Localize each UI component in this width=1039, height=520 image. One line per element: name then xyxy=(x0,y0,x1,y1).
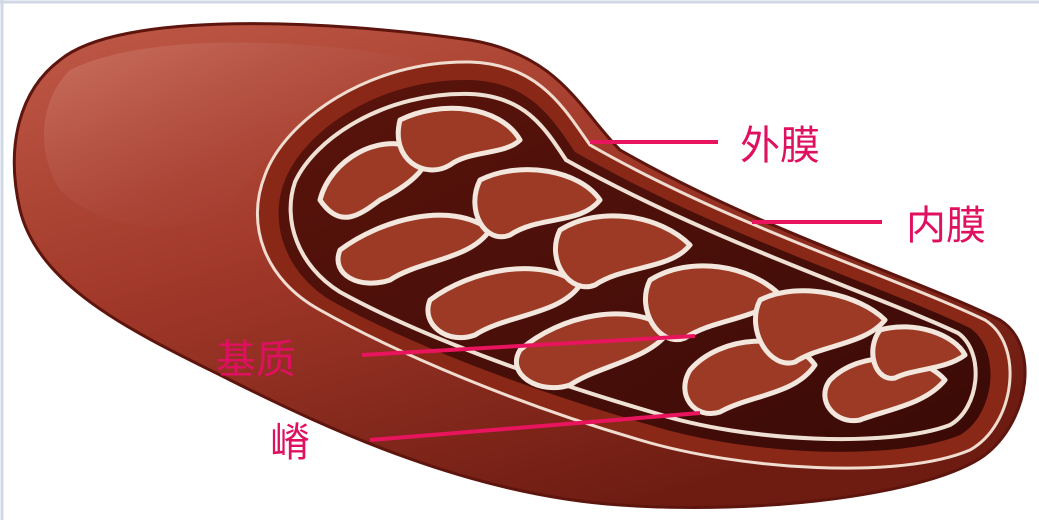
matrix-label: 基质 xyxy=(216,340,296,380)
inner-membrane-label: 内膜 xyxy=(906,206,986,246)
cristae-label: 嵴 xyxy=(270,423,310,463)
outer-membrane-label: 外膜 xyxy=(740,126,820,166)
